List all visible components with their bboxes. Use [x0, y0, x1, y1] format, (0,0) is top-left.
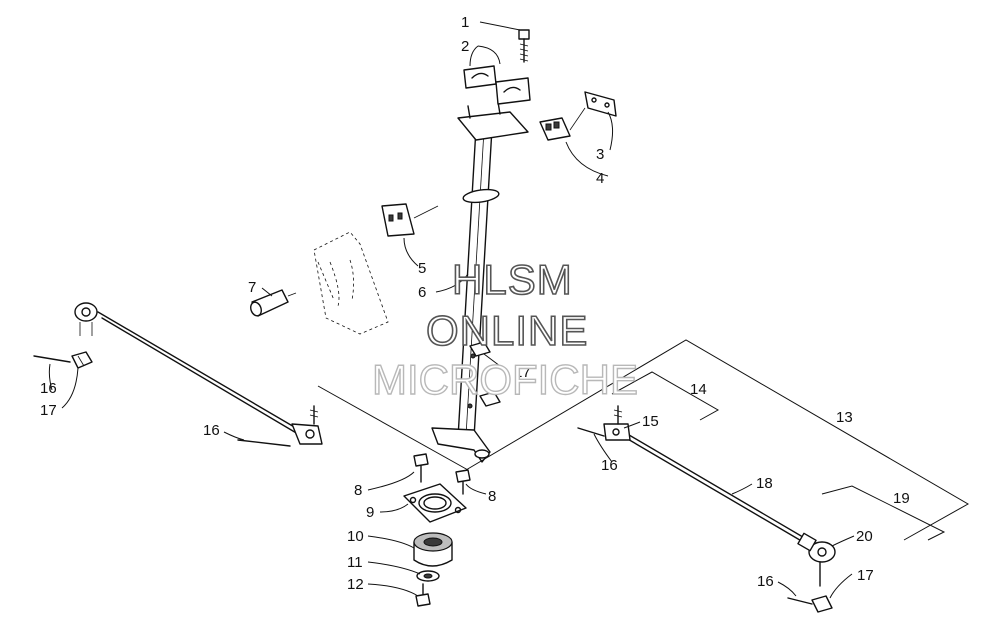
- tie-rod-right: [603, 405, 836, 587]
- callout-14: 14: [690, 381, 707, 398]
- callout-6: 6: [418, 284, 426, 301]
- callout-1: 1: [461, 14, 469, 31]
- callout-12: 12: [347, 576, 364, 593]
- bolt-left: [413, 453, 429, 483]
- nut-upper-post: [469, 341, 501, 407]
- nut-left: [71, 351, 93, 369]
- tie-rod-left: [74, 302, 323, 445]
- callout-10: 10: [347, 528, 364, 545]
- bracket-19: [821, 485, 946, 541]
- cotter-pin-left-lower: [237, 439, 291, 447]
- callout-3: 3: [596, 146, 604, 163]
- bracket-left: [317, 385, 469, 471]
- callout-16-right: 16: [601, 457, 618, 474]
- callout-16-mid: 16: [203, 422, 220, 439]
- cap-screw: [518, 29, 530, 63]
- callout-16-lower: 16: [757, 573, 774, 590]
- bracket-13: [465, 339, 970, 541]
- callout-15: 15: [642, 413, 659, 430]
- nut-right: [811, 595, 833, 613]
- cotter-pin-right-upper: [577, 427, 605, 437]
- callout-2: 2: [461, 38, 469, 55]
- callout-13: 13: [836, 409, 853, 426]
- bolt-right: [455, 469, 471, 495]
- washer: [416, 570, 440, 582]
- flange-bearing: [403, 483, 467, 523]
- bearing-block-upper: [539, 91, 617, 141]
- cap-screw-lower: [415, 583, 431, 607]
- callout-4: 4: [596, 170, 604, 187]
- callout-16-left: 16: [40, 380, 57, 397]
- bracket-14: [611, 371, 720, 421]
- watermark-line-2: ONLINE: [426, 307, 588, 354]
- cotter-pin-left-upper: [33, 355, 71, 363]
- callout-9: 9: [366, 504, 374, 521]
- callout-11: 11: [347, 554, 363, 571]
- leader-lines: [48, 21, 855, 599]
- watermark-line-1: HLSM: [452, 256, 573, 303]
- callout-17-post: 17: [514, 364, 531, 381]
- callout-20: 20: [856, 528, 873, 545]
- frame-bracket: [313, 231, 389, 335]
- callout-8-left: 8: [354, 482, 362, 499]
- steering-post: [431, 101, 529, 463]
- watermark-line-3: MICROFICHE: [372, 356, 638, 403]
- callout-5: 5: [418, 260, 426, 277]
- callout-7: 7: [248, 279, 256, 296]
- bearing-block-lower: [381, 203, 439, 237]
- callout-19: 19: [893, 490, 910, 507]
- callout-18: 18: [756, 475, 773, 492]
- handlebar-clamp-caps: [463, 65, 531, 105]
- cotter-pin-right-lower: [787, 597, 813, 605]
- callout-17-left: 17: [40, 402, 57, 419]
- callout-17-right: 17: [857, 567, 874, 584]
- bushing: [413, 532, 453, 567]
- callout-8-right: 8: [488, 488, 496, 505]
- pivot-pin: [250, 289, 297, 317]
